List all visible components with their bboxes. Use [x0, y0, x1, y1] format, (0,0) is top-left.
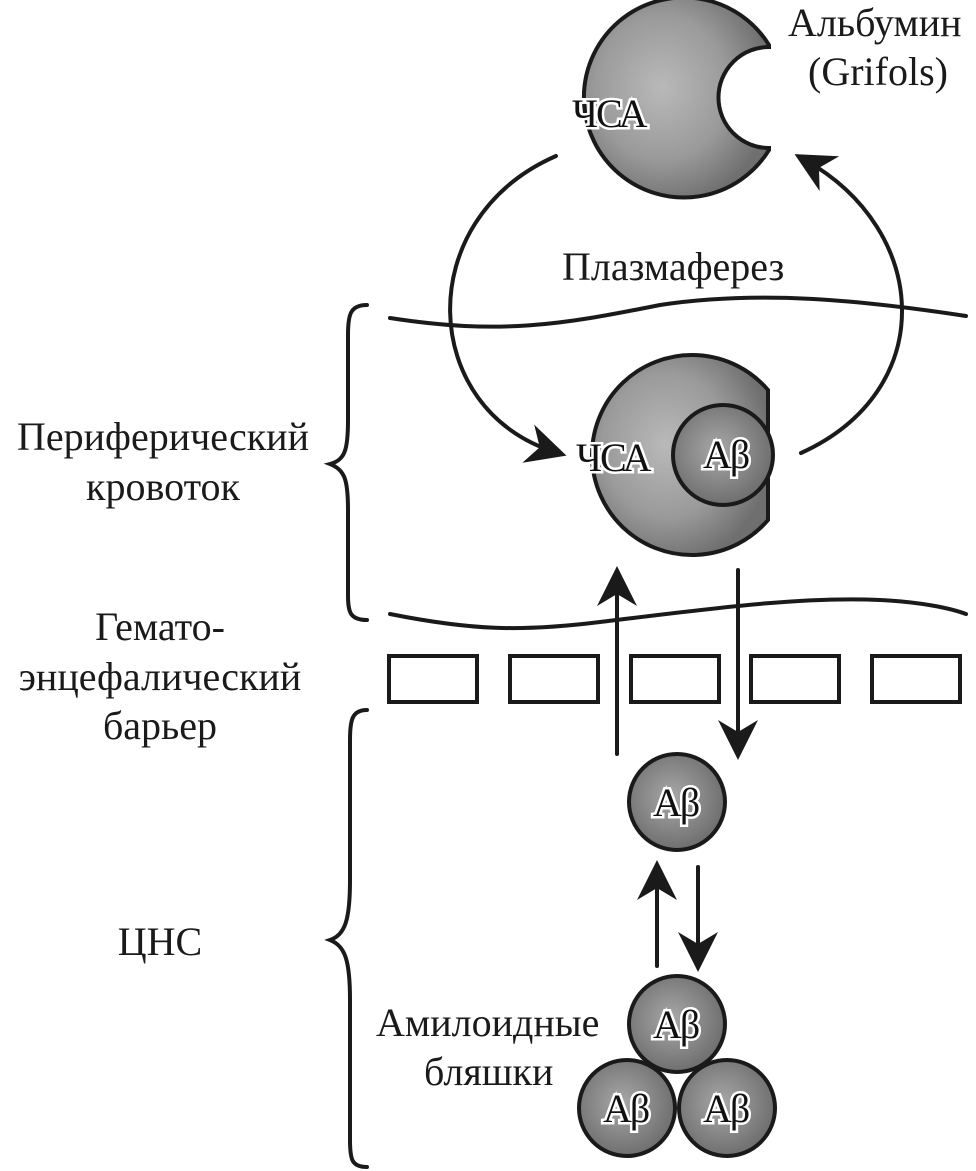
- barrier-cell: [508, 654, 600, 704]
- abeta-label-plaque: Aβ: [653, 1002, 699, 1047]
- amyloid-plaque-cluster: Aβ Aβ Aβ: [577, 974, 777, 1158]
- vessel-wall-top: [388, 295, 968, 329]
- cns-brace: [324, 708, 369, 1169]
- plaques-label-line2: бляшки: [424, 1049, 553, 1094]
- barrier-cell: [749, 654, 841, 704]
- bbb-label-line1: Гемато-: [95, 604, 225, 649]
- albumin-label-line2: (Grifols): [808, 49, 948, 94]
- blood-brain-barrier: [387, 654, 962, 704]
- peripheral-label-line2: кровоток: [86, 464, 240, 509]
- bbb-label-line2: энцефалический: [19, 654, 301, 699]
- abeta-label-free: Aβ: [653, 780, 699, 825]
- vessel-wall-bottom: [388, 597, 968, 631]
- peripheral-brace: [323, 303, 369, 622]
- free-albumin-molecule: ЧСА: [570, 0, 771, 200]
- barrier-cell: [629, 654, 721, 704]
- abeta-label-bound: Aβ: [703, 432, 749, 477]
- hsa-label-top: ЧСА: [572, 91, 648, 136]
- peripheral-label-line1: Периферический: [17, 414, 309, 459]
- cns-label: ЦНС: [118, 919, 202, 964]
- plasmapheresis-arrow-down: [448, 154, 567, 463]
- albumin-label-line1: Альбумин: [788, 0, 962, 45]
- abeta-label-plaque: Aβ: [703, 1086, 749, 1131]
- barrier-cell: [387, 654, 479, 704]
- hsa-label-bound: ЧСА: [576, 435, 652, 480]
- plasmapheresis-label: Плазмаферез: [562, 244, 784, 289]
- abeta-label-plaque: Aβ: [603, 1086, 649, 1131]
- barrier-cell: [870, 654, 962, 704]
- plaques-label-line1: Амилоидные: [376, 1000, 599, 1045]
- bbb-label-line3: барьер: [103, 703, 217, 748]
- free-abeta-molecule: Aβ: [627, 752, 727, 852]
- albumin-abeta-complex: ЧСА Aβ: [574, 353, 775, 557]
